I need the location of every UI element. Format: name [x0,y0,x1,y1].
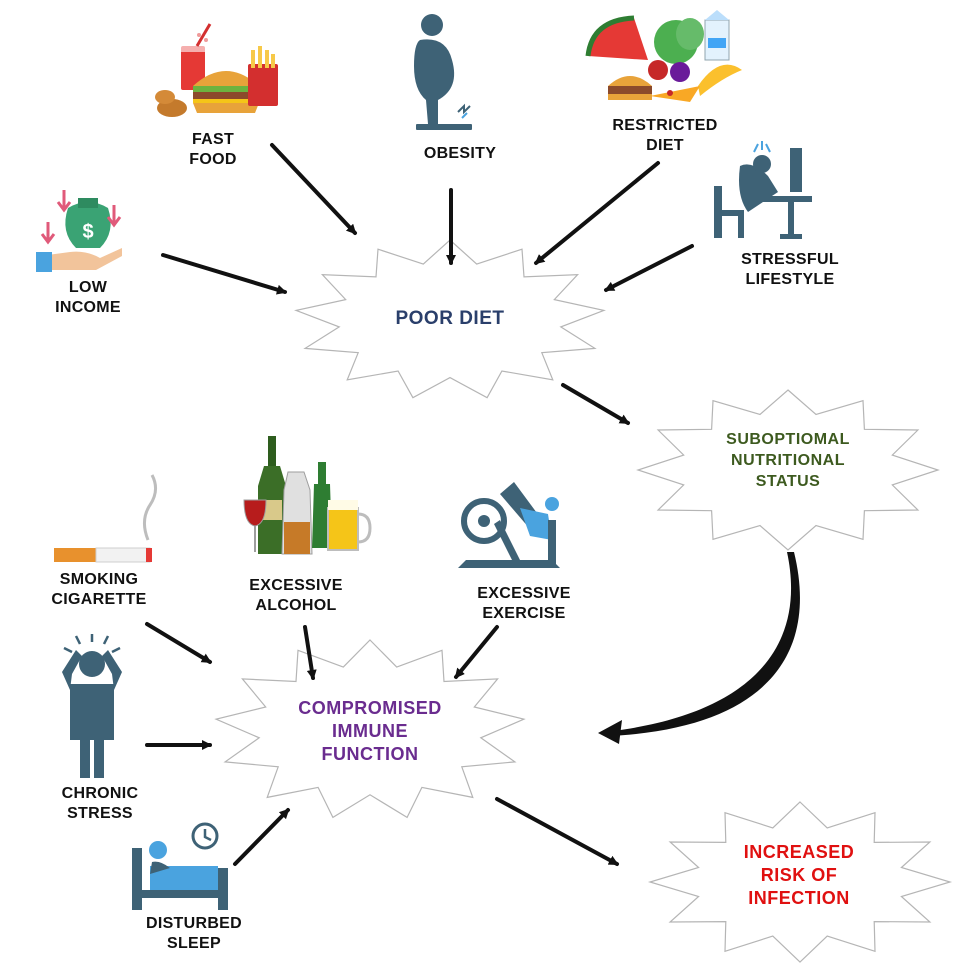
disturbed-sleep-icon [132,822,228,910]
arrow-suboptimal-to-immune-head [598,720,622,744]
exercise-icon [458,482,560,568]
stressful-lifestyle-icon [714,141,812,239]
fast-food-icon [155,23,278,117]
poor-diet-burst [294,239,606,399]
arrow-exercise-to-immune [454,625,499,679]
risk-burst [647,801,953,963]
arrow-smoking-to-immune [145,622,212,664]
arrow-stressful-lifestyle-to-poor-diet [604,244,694,292]
suboptimal-text: SUBOPTIOMAL NUTRITIONAL STATUS [726,431,850,490]
arrow-restricted-diet-to-poor-diet [534,161,660,265]
arrows [145,143,694,866]
arrow-low-income-to-poor-diet [161,253,287,295]
low-income-icon: $ [36,190,122,272]
obesity-icon [414,14,472,130]
risk-text: INCREASED RISK OF INFECTION [743,842,855,908]
smoking-label: SMOKING CIGARETTE [51,571,147,608]
arrow-poor-diet-to-suboptimal [561,383,630,425]
poor-diet-text: POOR DIET [395,308,505,329]
chronic-stress-icon [62,634,122,778]
arrow-suboptimal-to-immune [611,552,800,736]
fast-food-label: FAST FOOD [189,131,237,168]
restricted-diet-icon [585,10,742,102]
exercise-label: EXCESSIVE EXERCISE [477,585,571,622]
arrow-fast-food-to-poor-diet [270,143,357,235]
arrow-immune-to-risk [495,797,619,866]
cigarette-icon [54,474,157,563]
sleep-label: DISTURBED SLEEP [145,915,243,952]
obesity-label: OBESITY [423,145,497,162]
immune-burst [214,639,526,819]
arrow-alcohol-to-immune [303,625,317,680]
immune-text: COMPROMISED IMMUNE FUNCTION [298,698,442,764]
arrow-sleep-to-immune [233,808,290,866]
alcohol-icon [243,436,372,555]
chronic-stress-label: CHRONIC STRESS [61,785,139,822]
restricted-diet-label: RESTRICTED DIET [612,117,718,154]
alcohol-label: EXCESSIVE ALCOHOL [249,577,343,614]
svg-text:$: $ [82,221,93,243]
suboptimal-burst [636,389,940,551]
low-income-label: LOW INCOME [55,279,121,316]
stressful-lifestyle-label: STRESSFUL LIFESTYLE [741,251,839,288]
